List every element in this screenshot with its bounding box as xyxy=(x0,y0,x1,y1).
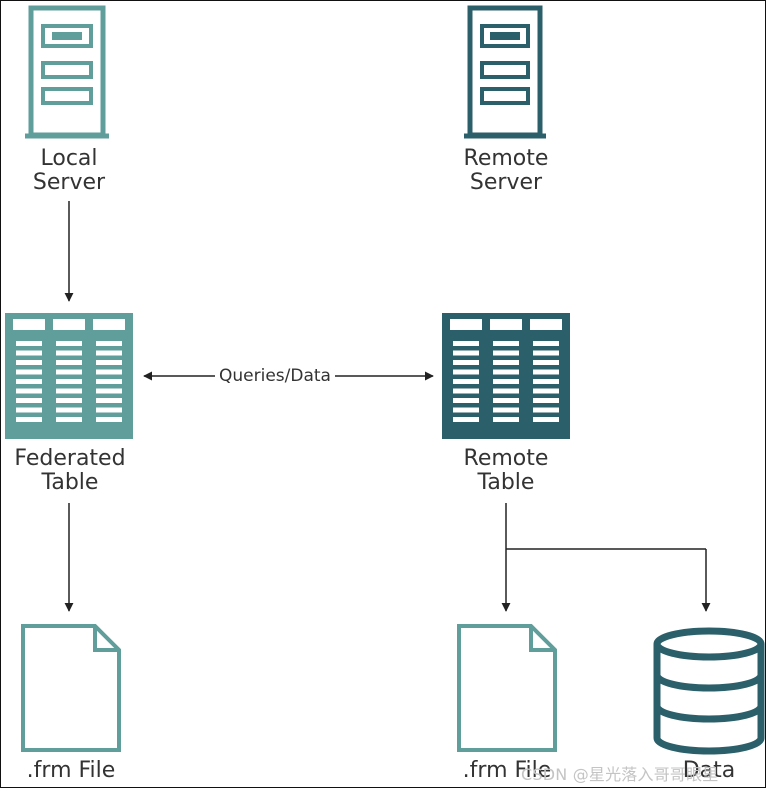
remote-table-label-line1: Remote xyxy=(463,446,549,471)
local-server-label: Local Server xyxy=(19,147,119,195)
remote-server-label-line2: Server xyxy=(469,170,543,195)
remote-server-label: Remote Server xyxy=(450,147,562,195)
remote-frm-file-icon xyxy=(457,624,557,752)
federated-table-label-line2: Table xyxy=(41,470,99,495)
federated-table-label-line1: Federated xyxy=(14,446,126,471)
federated-table-label: Federated Table xyxy=(3,447,137,495)
data-label: Data xyxy=(682,758,736,783)
queries-data-label: Queries/Data xyxy=(215,366,335,386)
watermark: CSDN @星光落入哥哥眼里 xyxy=(521,765,719,784)
remote-table-label-line2: Table xyxy=(477,470,535,495)
federated-table-icon xyxy=(5,313,133,439)
local-frm-file-icon xyxy=(21,624,121,752)
local-server-label-line1: Local xyxy=(40,146,98,171)
remote-table-icon xyxy=(442,313,570,439)
local-server-label-line2: Server xyxy=(32,170,106,195)
local-frm-file-label: .frm File xyxy=(26,758,116,783)
remote-table-label: Remote Table xyxy=(450,447,562,495)
data-cylinder-icon xyxy=(653,627,765,755)
remote-server-label-line1: Remote xyxy=(463,146,549,171)
local-server-icon xyxy=(25,5,109,139)
remote-frm-file-label: .frm File xyxy=(462,758,552,783)
remote-server-icon xyxy=(464,5,546,139)
